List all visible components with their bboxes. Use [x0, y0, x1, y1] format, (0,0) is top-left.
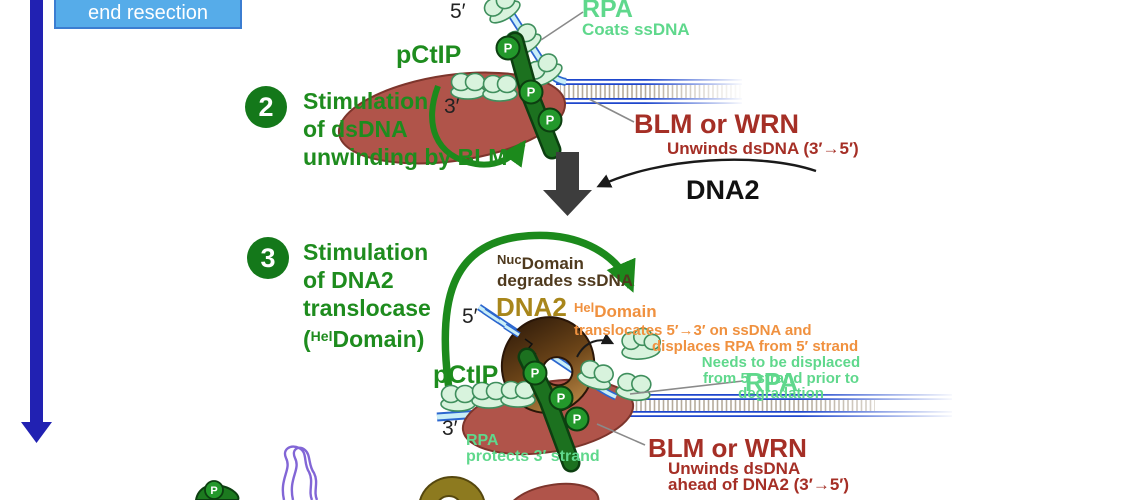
step2-blm-sublabel: Unwinds dsDNA (3′→5′) — [667, 139, 859, 158]
step3-3prime-label: 3′ — [442, 417, 458, 440]
step2-title: Stimulation of dsDNA unwinding by BLM — [303, 87, 507, 171]
step3-dna2-label: DNA2 — [496, 292, 567, 322]
step3-stimulation-arrow — [441, 231, 636, 390]
p-badge: P — [504, 41, 513, 56]
step3-title-line2: of DNA2 — [303, 267, 394, 293]
rpa-displacement-arrow — [576, 333, 615, 358]
p-badge: P — [557, 391, 566, 406]
step3-rpa-note: Needs to be displaced from 5′ strand pri… — [692, 355, 870, 402]
rpa-pointer-line-step3 — [629, 380, 744, 395]
step2-rpa-sublabel: Coats ssDNA — [582, 20, 690, 39]
step2-title-line1: Stimulation — [303, 88, 429, 114]
displaced-rpa — [621, 327, 662, 360]
step2-pctip-label: pCtIP — [396, 41, 462, 69]
rpa-protect-sublabel: protects 3′ strand — [466, 448, 600, 465]
step3-title-line3: translocase — [303, 295, 431, 321]
rpa-note-line3: degradation — [738, 385, 824, 402]
blm-pointer-line-step2 — [588, 98, 635, 123]
rpa-protect-label: RPA — [466, 432, 499, 449]
hel-domain-line2: translocates 5′→3′ on ssDNA and — [574, 322, 812, 339]
step2-title-line3: unwinding by BLM — [303, 144, 508, 170]
step3-rpa-label: RPA — [745, 367, 798, 397]
p-badge: P — [527, 85, 536, 100]
bottom-pctip-partial: P — [194, 480, 240, 500]
hel-domain-label: HelDomain — [574, 300, 657, 321]
nuc-domain-sublabel: degrades ssDNA — [497, 271, 634, 290]
nuc-domain-label: NucDomain — [497, 252, 584, 273]
ssdna-fragments — [482, 308, 537, 355]
rpa-note-line1: Needs to be displaced — [701, 354, 861, 371]
step3-blm-sublabel1: Unwinds dsDNA — [668, 459, 801, 478]
p-badge: P — [546, 113, 555, 128]
transition-arrow — [543, 152, 592, 216]
step2-cluster: P P P — [337, 0, 745, 168]
phospho-badges-step2: P P P — [495, 35, 563, 133]
phospho-badges-step3: P P P — [522, 360, 590, 432]
step2-stimulation-arrow — [429, 84, 526, 168]
p-badge: P — [573, 412, 582, 427]
step2-dsdna — [550, 73, 745, 108]
rpa-complexes-step3 — [440, 327, 662, 412]
bottom-dna2-ring-partial — [419, 476, 485, 500]
step2-number-badge: 2 — [245, 86, 287, 128]
step2-title-line2: of dsDNA — [303, 116, 408, 142]
step3-pctip-label: pCtIP — [433, 361, 499, 389]
step2-blm-label: BLM or WRN — [634, 109, 799, 139]
bottom-dna-hairpin — [281, 445, 319, 500]
step3-blm-label: BLM or WRN — [648, 433, 807, 463]
dna2-pointer-arrow — [596, 158, 817, 188]
step2-rpa-label: RPA — [582, 0, 633, 23]
p-badge: P — [210, 485, 217, 497]
rpa-pointer-line-step2 — [540, 11, 584, 41]
step3-blm-sublabel2: ahead of DNA2 (3′→5′) — [668, 475, 850, 494]
blm-pointer-line-step3 — [596, 423, 646, 446]
hel-domain-line3: displaces RPA from 5′ strand — [652, 338, 859, 355]
step3-cluster: P P P — [436, 231, 958, 473]
dna2-transition-label: DNA2 — [686, 175, 760, 205]
rpa-note-line2: from 5′ strand prior to — [702, 369, 860, 387]
bottom-blm-blob-partial — [506, 482, 600, 500]
step3-5prime-label: 5′ — [462, 305, 478, 328]
step3-title-line1: Stimulation — [303, 239, 429, 265]
bottom-step4-preview: P — [194, 445, 600, 500]
step2-5prime-label: 5′ — [450, 0, 466, 23]
p-badge: P — [531, 366, 540, 381]
end-resection-label: end resection — [54, 0, 242, 29]
step2-3prime-label: 3′ — [444, 95, 460, 118]
step3-title: Stimulation of DNA2 translocase (HelDoma… — [303, 238, 431, 353]
timeline-arrow — [21, 0, 52, 443]
step3-number-badge: 3 — [247, 237, 289, 279]
step3-title-domain: (HelDomain) — [303, 326, 425, 352]
